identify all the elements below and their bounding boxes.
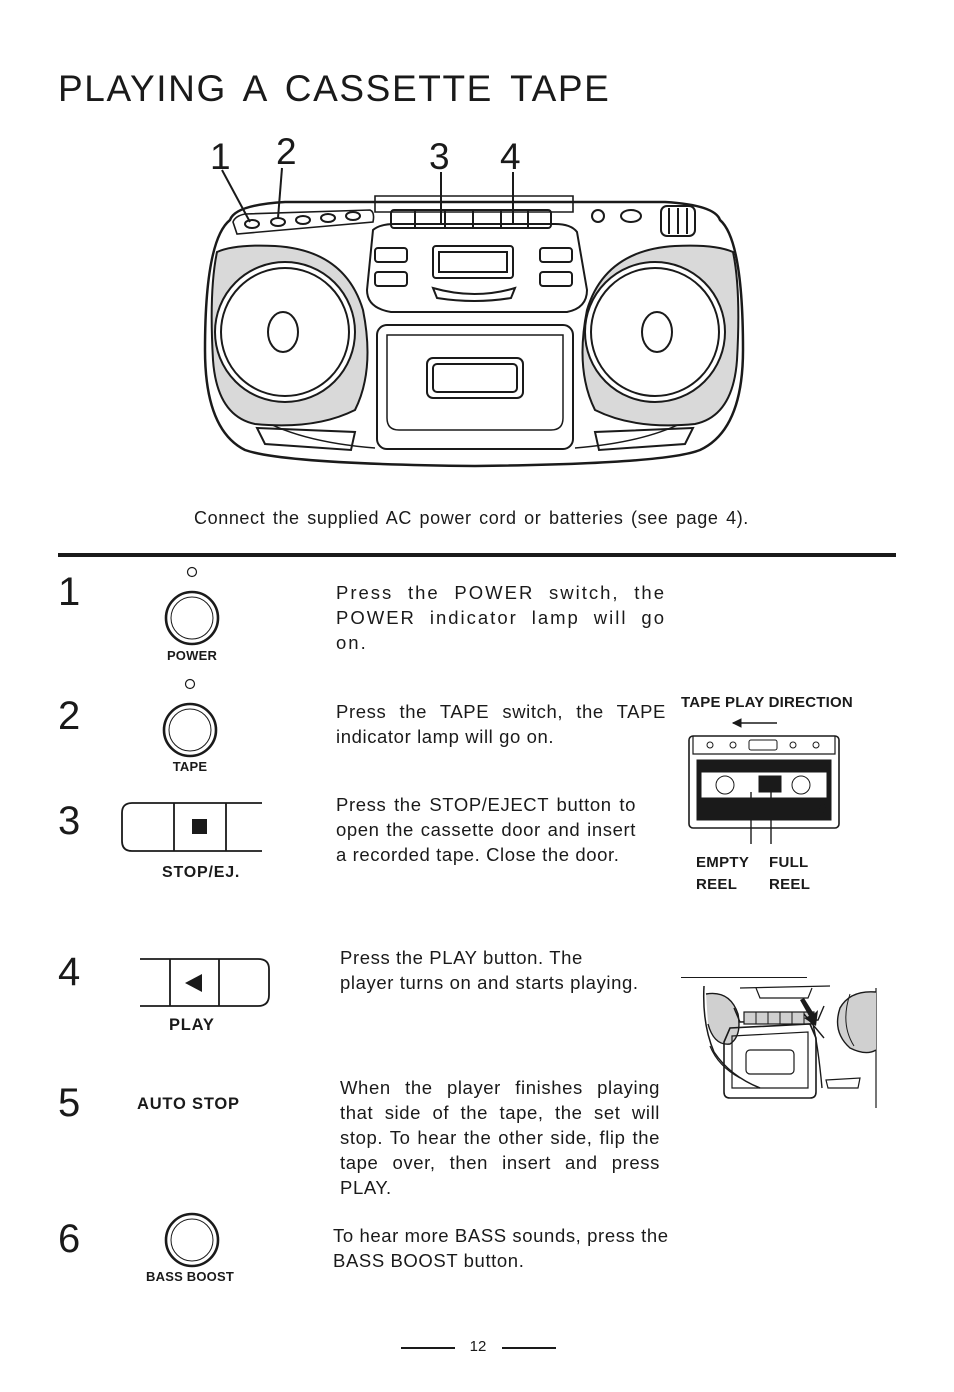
stop-eject-label: STOP/EJ. [162,864,241,881]
step-number-2: 2 [58,694,81,738]
play-button-icon[interactable] [138,957,274,1009]
page-title: PLAYING A CASSETTE TAPE [58,68,611,109]
callout-3: 3 [429,136,450,177]
footer-line-right [502,1347,556,1349]
section-divider [58,553,896,557]
callout-2: 2 [276,131,297,172]
step-5-text: When the player finishes playing that si… [340,1077,660,1198]
step-6-text: To hear more BASS sounds, press the BASS… [333,1225,669,1271]
boombox-illustration [203,167,745,468]
stop-eject-button-icon[interactable] [118,801,264,855]
step-4-text: Press the PLAY button. The player turns … [340,947,639,993]
page-number: 12 [469,1338,487,1355]
tape-insertion-illustration [702,985,877,1108]
step-number-6: 6 [58,1217,81,1261]
step-number-4: 4 [58,950,81,994]
step-1-text: Press the POWER switch, the POWER indica… [336,582,666,653]
cassette-diagram: A [688,718,840,844]
step-number-5: 5 [58,1081,81,1125]
side-a-label: A [817,801,827,816]
tape-button-icon[interactable] [158,676,222,762]
step-3-text: Press the STOP/EJECT button to open the … [336,794,636,865]
callout-1: 1 [210,136,231,177]
auto-stop-label: AUTO STOP [137,1095,240,1113]
divider-line [681,977,807,978]
bass-boost-label: BASS BOOST [146,1269,234,1284]
step-number-3: 3 [58,799,81,843]
step-number-1: 1 [58,570,81,614]
callout-4: 4 [500,136,521,177]
power-button-icon[interactable] [160,564,224,650]
bass-boost-button-icon[interactable] [160,1210,224,1270]
stop-square-icon [192,819,207,834]
play-triangle-icon [185,974,202,992]
power-button-label: POWER [166,648,218,663]
tape-direction-label: TAPE PLAY DIRECTION [681,694,853,711]
tape-button-label: TAPE [172,759,208,774]
play-label: PLAY [169,1016,215,1034]
footer-line-left [401,1347,455,1349]
intro-text: Connect the supplied AC power cord or ba… [194,508,749,528]
step-2-text: Press the TAPE switch, the TAPE indicato… [336,701,666,747]
